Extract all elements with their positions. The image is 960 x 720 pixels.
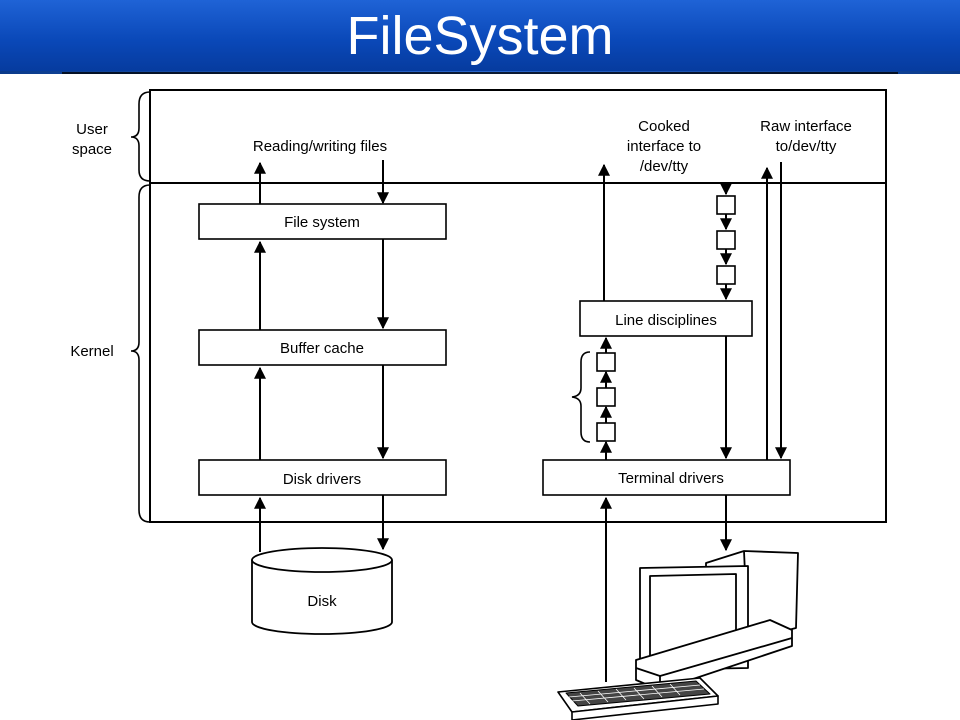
output-queue-cell [716, 230, 736, 250]
output-queue-cell [716, 195, 736, 215]
file-system-label: File system [284, 214, 360, 231]
page-title: FileSystem [346, 6, 614, 66]
cooked-label-line3: /dev/tty [640, 158, 689, 175]
input-queue-cell [596, 422, 616, 442]
output-queue-cell [716, 265, 736, 285]
computer-terminal-icon [635, 550, 799, 691]
cooked-label-line1: Cooked [638, 118, 690, 135]
input-queue-cell [596, 387, 616, 407]
user-space-label-line2: space [72, 141, 112, 158]
system-frame [149, 89, 887, 523]
cooked-label-line2: interface to [627, 138, 701, 155]
buffer-cache-box [198, 329, 447, 366]
kernel-label: Kernel [70, 343, 113, 360]
file-system-box [198, 203, 447, 240]
input-queue-brace [571, 351, 591, 443]
user-space-label-line1: User [76, 121, 108, 138]
buffer-cache-label: Buffer cache [280, 340, 364, 357]
disk-label: Disk [307, 593, 337, 610]
input-queue-cell [596, 352, 616, 372]
terminal-drivers-box [542, 459, 791, 496]
kernel-brace [130, 184, 151, 523]
raw-label-line1: Raw interface [760, 118, 852, 135]
title-bar: FileSystem [0, 0, 960, 74]
terminal-drivers-label: Terminal drivers [618, 470, 724, 487]
disk-cylinder-icon [251, 547, 393, 635]
keyboard-icon [557, 677, 719, 720]
reading-writing-label: Reading/writing files [253, 138, 387, 155]
line-disciplines-box [579, 300, 753, 337]
raw-label-line2: to/dev/tty [776, 138, 837, 155]
user-space-brace [130, 91, 151, 182]
disk-drivers-box [198, 459, 447, 496]
line-disciplines-label: Line disciplines [615, 312, 717, 329]
disk-drivers-label: Disk drivers [283, 471, 361, 488]
